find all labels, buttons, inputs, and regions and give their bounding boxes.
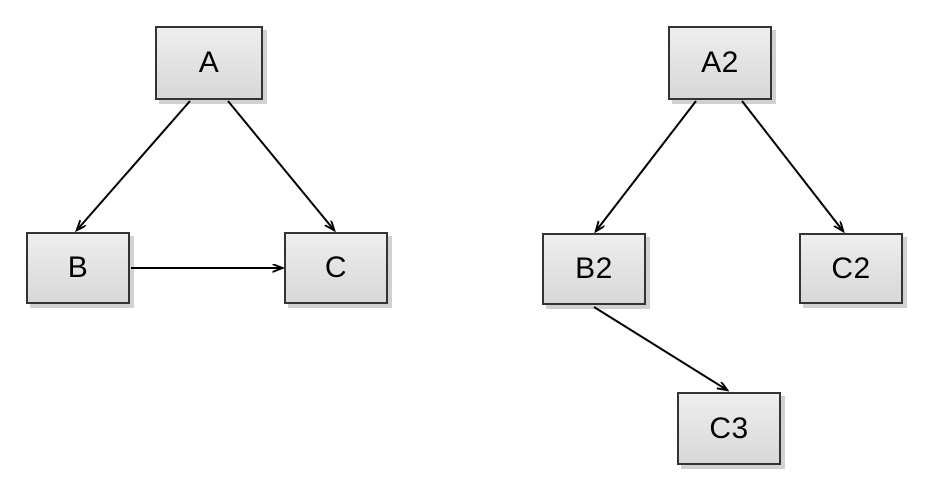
node-c3[interactable]: C3 — [677, 392, 781, 465]
node-label: C — [324, 251, 348, 284]
node-c[interactable]: C — [284, 232, 388, 304]
node-c2[interactable]: C2 — [799, 233, 903, 304]
edge-b2-to-c3[interactable] — [593, 306, 727, 390]
edge-a-to-b[interactable] — [77, 100, 191, 230]
edge-a2-to-c2[interactable] — [741, 100, 843, 231]
edge-a2-to-b2[interactable] — [596, 100, 697, 231]
node-label: A2 — [701, 46, 739, 79]
node-b2[interactable]: B2 — [542, 233, 646, 305]
node-label: B2 — [575, 252, 613, 285]
node-label: C2 — [831, 251, 871, 285]
node-label: B — [67, 251, 89, 284]
node-a[interactable]: A — [155, 26, 263, 100]
edges-group — [77, 100, 843, 390]
node-b[interactable]: B — [26, 232, 130, 304]
node-label: A — [198, 46, 220, 79]
node-label: C3 — [709, 411, 749, 445]
edge-a-to-c[interactable] — [227, 100, 334, 230]
node-a2[interactable]: A2 — [668, 26, 772, 100]
